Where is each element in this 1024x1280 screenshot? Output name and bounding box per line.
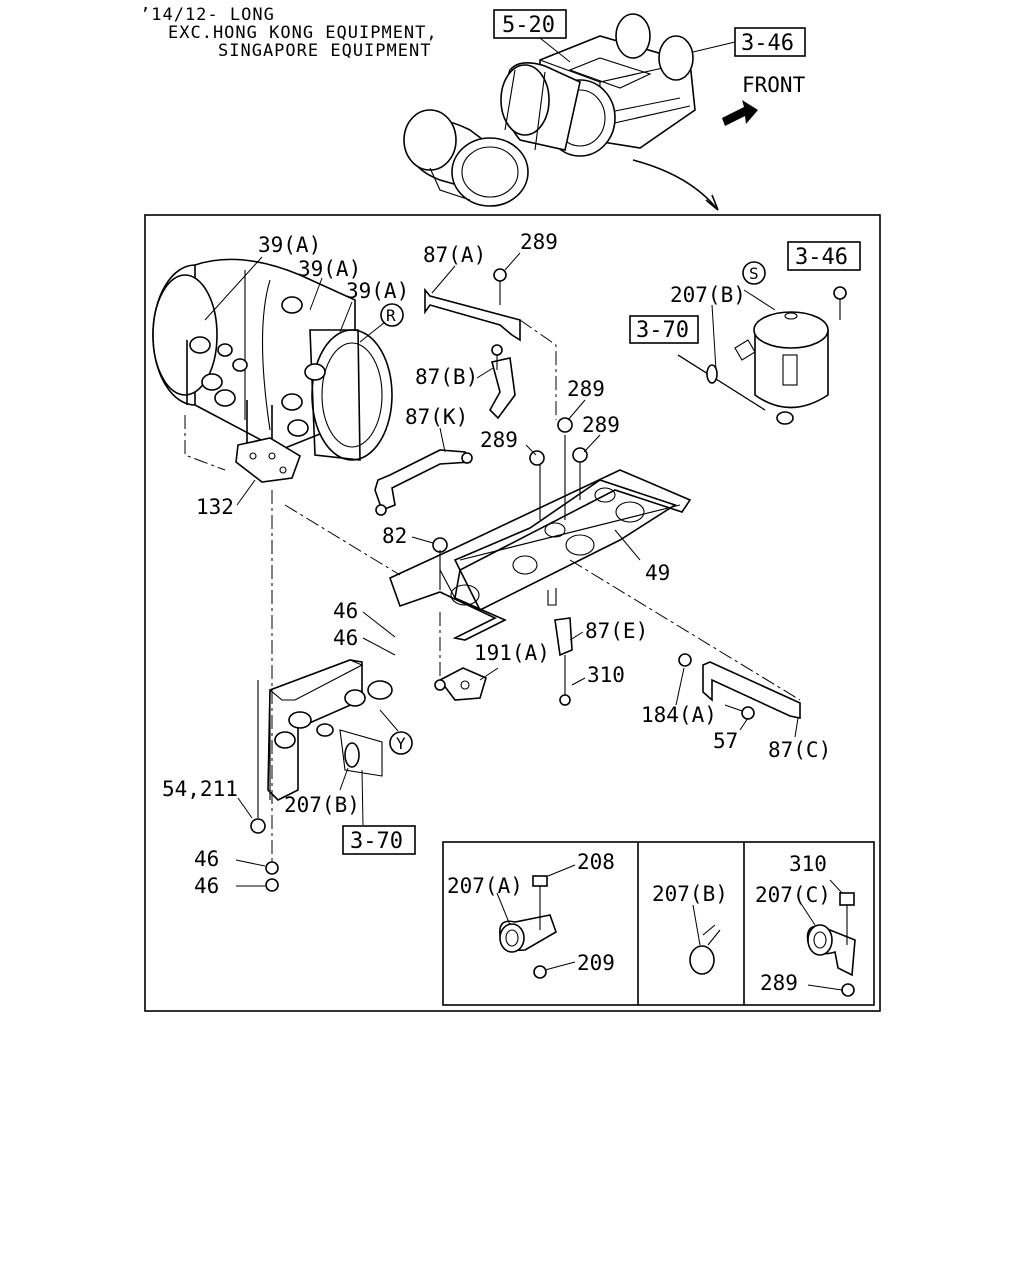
ref-5-20[interactable]: 5-20: [493, 9, 571, 63]
label-87k: 87(K): [405, 405, 468, 429]
label-82: 82: [382, 524, 407, 548]
ref-3-70-right-text: 3-70: [636, 318, 689, 343]
leader-lines: [204, 252, 799, 887]
symbol-r: R: [380, 303, 404, 327]
label-289-right: 289: [582, 413, 620, 437]
ref-3-70-bottom-text: 3-70: [350, 829, 403, 854]
label-289-mid: 289: [567, 377, 605, 401]
crossmember-49: [284, 417, 801, 701]
ref-5-20-text: 5-20: [502, 13, 555, 38]
label-39a-1: 39(A): [258, 233, 321, 257]
label-289-top: 289: [520, 230, 558, 254]
inset-label-207c: 207(C): [755, 883, 831, 907]
inset-label-289: 289: [760, 971, 798, 995]
overview-assembly: FRONT: [403, 13, 806, 211]
label-87b: 87(B): [415, 365, 478, 389]
ref-3-46-right-text: 3-46: [795, 245, 848, 270]
inset-label-310: 310: [789, 852, 827, 876]
label-46-a: 46: [333, 599, 358, 623]
label-87e: 87(E): [585, 619, 648, 643]
label-49: 49: [645, 561, 670, 585]
label-207b-top: 207(B): [670, 283, 746, 307]
front-label: FRONT: [742, 73, 806, 97]
label-57: 57: [713, 729, 738, 753]
header-line-1: ’14/12- LONG: [140, 5, 275, 25]
inset-label-207a: 207(A): [447, 874, 523, 898]
header-note: ’14/12- LONG EXC.HONG KONG EQUIPMENT, SI…: [140, 5, 438, 61]
tank-assembly: [152, 258, 393, 483]
bracket-group: [374, 268, 557, 516]
symbol-s-text: S: [749, 264, 759, 283]
main-frame: [144, 214, 881, 1012]
ref-3-46-top-text: 3-46: [741, 31, 794, 56]
label-87a: 87(A): [423, 243, 486, 267]
label-191a: 191(A): [474, 641, 550, 665]
label-39a-3: 39(A): [346, 279, 409, 303]
ref-3-46-right[interactable]: 3-46: [787, 241, 861, 271]
valve-assembly: [250, 490, 393, 892]
filter-assembly: [677, 286, 847, 425]
symbol-y-text: Y: [396, 734, 406, 753]
inset-label-207b: 207(B): [652, 882, 728, 906]
inset-clamp-207b: 207(B): [652, 882, 728, 975]
header-line-2: EXC.HONG KONG EQUIPMENT,: [168, 23, 438, 43]
label-39a-2: 39(A): [298, 257, 361, 281]
label-207b-mid: 207(B): [284, 793, 360, 817]
ref-3-70-bottom[interactable]: 3-70: [342, 825, 416, 855]
inset-clip-207a: 207(A) 208 209: [447, 850, 615, 979]
label-184a: 184(A): [641, 703, 717, 727]
inset-label-208: 208: [577, 850, 615, 874]
inset-panel: [442, 841, 875, 1006]
symbol-y: Y: [389, 731, 413, 755]
ref-3-70-right[interactable]: 3-70: [629, 315, 699, 344]
label-310: 310: [587, 663, 625, 687]
symbol-r-text: R: [386, 306, 396, 325]
inset-clip-207c: 310 207(C) 289: [755, 852, 856, 997]
label-46-c: 46: [194, 847, 219, 871]
symbol-s: S: [742, 261, 766, 285]
label-289-left: 289: [480, 428, 518, 452]
inset-label-209: 209: [577, 951, 615, 975]
header-line-3: SINGAPORE EQUIPMENT: [218, 41, 431, 61]
label-54-211: 54,211: [162, 777, 238, 801]
label-46-d: 46: [194, 874, 219, 898]
label-46-b: 46: [333, 626, 358, 650]
ref-3-46-top[interactable]: 3-46: [692, 27, 806, 57]
lower-brackets: [434, 588, 801, 720]
label-132: 132: [196, 495, 234, 519]
label-87c: 87(C): [768, 738, 831, 762]
part-labels: 39(A) 39(A) 39(A) 87(A) 289 207(B) 87(B)…: [162, 230, 831, 898]
